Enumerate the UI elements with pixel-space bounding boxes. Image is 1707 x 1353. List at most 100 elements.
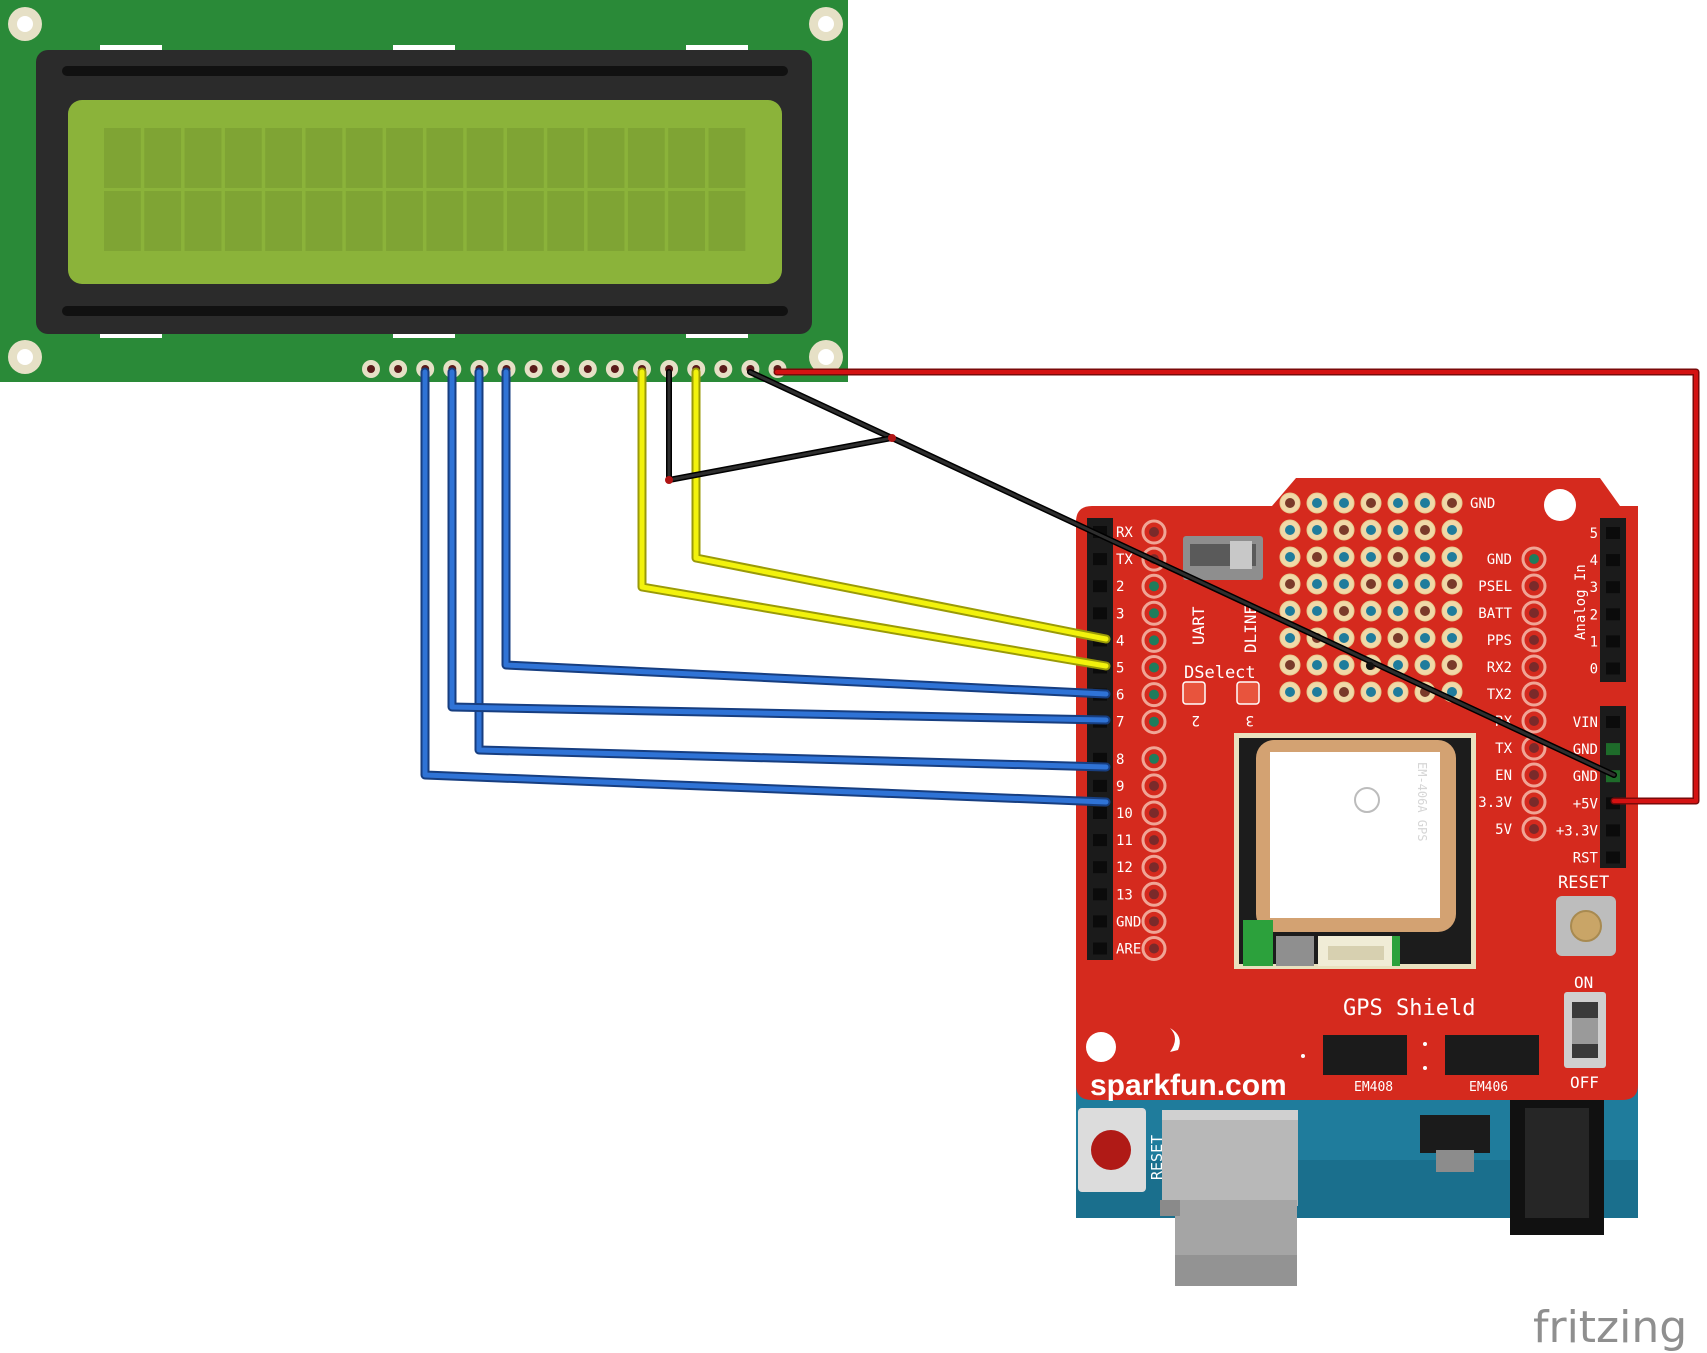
- uart-label: UART: [1189, 606, 1208, 645]
- digital-pin: [1093, 607, 1107, 620]
- power-pin: [1606, 716, 1620, 728]
- analog-pin-label: 2: [1590, 607, 1598, 623]
- digital-pin-label: RX: [1116, 525, 1133, 541]
- digital-pin-label: GND: [1116, 914, 1141, 930]
- analog-pin: [1606, 608, 1620, 621]
- analog-pin: [1606, 635, 1620, 648]
- power-header: [1600, 706, 1626, 868]
- digital-pin-label: 11: [1116, 833, 1133, 849]
- switch-off-label: OFF: [1570, 1073, 1599, 1092]
- proto-gnd-label: GND: [1470, 496, 1495, 512]
- digital-pin: [1093, 942, 1107, 955]
- lcd-cell: [386, 191, 423, 251]
- dline-label: DLINE: [1241, 605, 1260, 653]
- digital-pin-label: 9: [1116, 779, 1124, 795]
- lcd-cell: [144, 128, 182, 188]
- lcd-cell: [184, 128, 222, 188]
- lcd-cell: [668, 191, 705, 251]
- lcd-cell: [104, 191, 141, 251]
- lcd-cell: [587, 128, 625, 188]
- em408-label: EM408: [1354, 1080, 1393, 1095]
- sparkfun-flame-icon: [1170, 1028, 1180, 1052]
- digital-plated-holes: [1141, 519, 1167, 961]
- lcd-cell: [104, 128, 141, 188]
- digital-pin: [1093, 834, 1107, 847]
- digital-pin-label: 5: [1116, 661, 1124, 677]
- dselect-num-2: 2: [1192, 712, 1200, 728]
- power-pin-label: +3.3V: [1556, 823, 1599, 839]
- lcd-cell: [547, 191, 585, 251]
- em406-label: EM406: [1469, 1080, 1508, 1095]
- gps-pin-label: PSEL: [1478, 579, 1512, 595]
- lcd-cell: [386, 128, 423, 188]
- power-pin-label: GND: [1573, 769, 1598, 785]
- lcd-character-cells: [104, 128, 746, 251]
- lcd-cell: [305, 191, 343, 251]
- dselect-num-3: 3: [1246, 712, 1254, 728]
- digital-pin-label: 3: [1116, 606, 1124, 622]
- lcd-cell: [547, 128, 585, 188]
- em408-socket: [1323, 1035, 1407, 1075]
- analog-title: Analog In: [1573, 564, 1589, 640]
- analog-pin: [1606, 581, 1620, 594]
- dselect-pad-2: [1182, 681, 1206, 705]
- lcd-cell: [708, 128, 746, 188]
- digital-pin-label: 4: [1116, 633, 1124, 649]
- digital-pin-label: 12: [1116, 860, 1133, 876]
- digital-pin-label: 13: [1116, 887, 1133, 903]
- power-pin: [1606, 743, 1620, 756]
- power-pin-label: GND: [1573, 742, 1598, 758]
- analog-pin-label: 4: [1590, 553, 1598, 569]
- gps-pin-label: EN: [1495, 768, 1512, 784]
- power-pin: [1606, 824, 1620, 837]
- dselect-label: DSelect: [1184, 663, 1256, 683]
- power-pin-label: +5V: [1573, 796, 1599, 812]
- lcd-cell: [708, 191, 746, 251]
- lcd-cell: [466, 191, 504, 251]
- digital-pin-label: 8: [1116, 752, 1124, 768]
- digital-pin: [1093, 553, 1107, 566]
- digital-pin-label: 6: [1116, 688, 1124, 704]
- analog-pin-label: 1: [1590, 634, 1598, 650]
- gps-pin-label: TX: [1495, 741, 1512, 757]
- lcd-cell: [507, 128, 544, 188]
- lcd-cell: [224, 191, 262, 251]
- sparkfun-logo: sparkfun.com: [1090, 1069, 1287, 1102]
- lcd-cell: [305, 128, 343, 188]
- gps-pin-label: PPS: [1487, 633, 1512, 649]
- dselect-pad-3: [1236, 681, 1260, 705]
- lcd-cell: [265, 191, 302, 251]
- digital-pin: [1093, 580, 1107, 593]
- arduino-reset-cap: [1091, 1130, 1131, 1170]
- analog-pin: [1606, 527, 1620, 539]
- digital-pin-label: 2: [1116, 579, 1124, 595]
- lcd-cell: [224, 128, 262, 188]
- lcd-cell: [426, 128, 464, 188]
- arduino-reset-label: RESET: [1148, 1135, 1166, 1180]
- gps-pin-label: TX2: [1487, 687, 1512, 703]
- analog-pin-label: 3: [1590, 580, 1598, 596]
- lcd-cell: [507, 191, 544, 251]
- digital-pin-label: 10: [1116, 806, 1133, 822]
- analog-header: [1600, 518, 1626, 682]
- lcd-cell: [265, 128, 302, 188]
- lcd-cell: [466, 128, 504, 188]
- wire-blue-lcd2: [420, 367, 1111, 807]
- digital-pin-label: AREF: [1116, 942, 1150, 958]
- gps-module: EM-406A GPS: [1234, 733, 1476, 969]
- gps-pin-label: RX2: [1487, 660, 1512, 676]
- digital-pin: [1093, 752, 1107, 765]
- digital-pin: [1093, 807, 1107, 819]
- gps-pin-label: 5V: [1495, 822, 1512, 838]
- digital-pin-label: TX: [1116, 552, 1133, 568]
- wires: [420, 367, 1700, 807]
- digital-pin: [1093, 779, 1107, 792]
- wire-blue-lcd5: [501, 367, 1111, 699]
- lcd-cell: [627, 128, 665, 188]
- analog-pin: [1606, 554, 1620, 567]
